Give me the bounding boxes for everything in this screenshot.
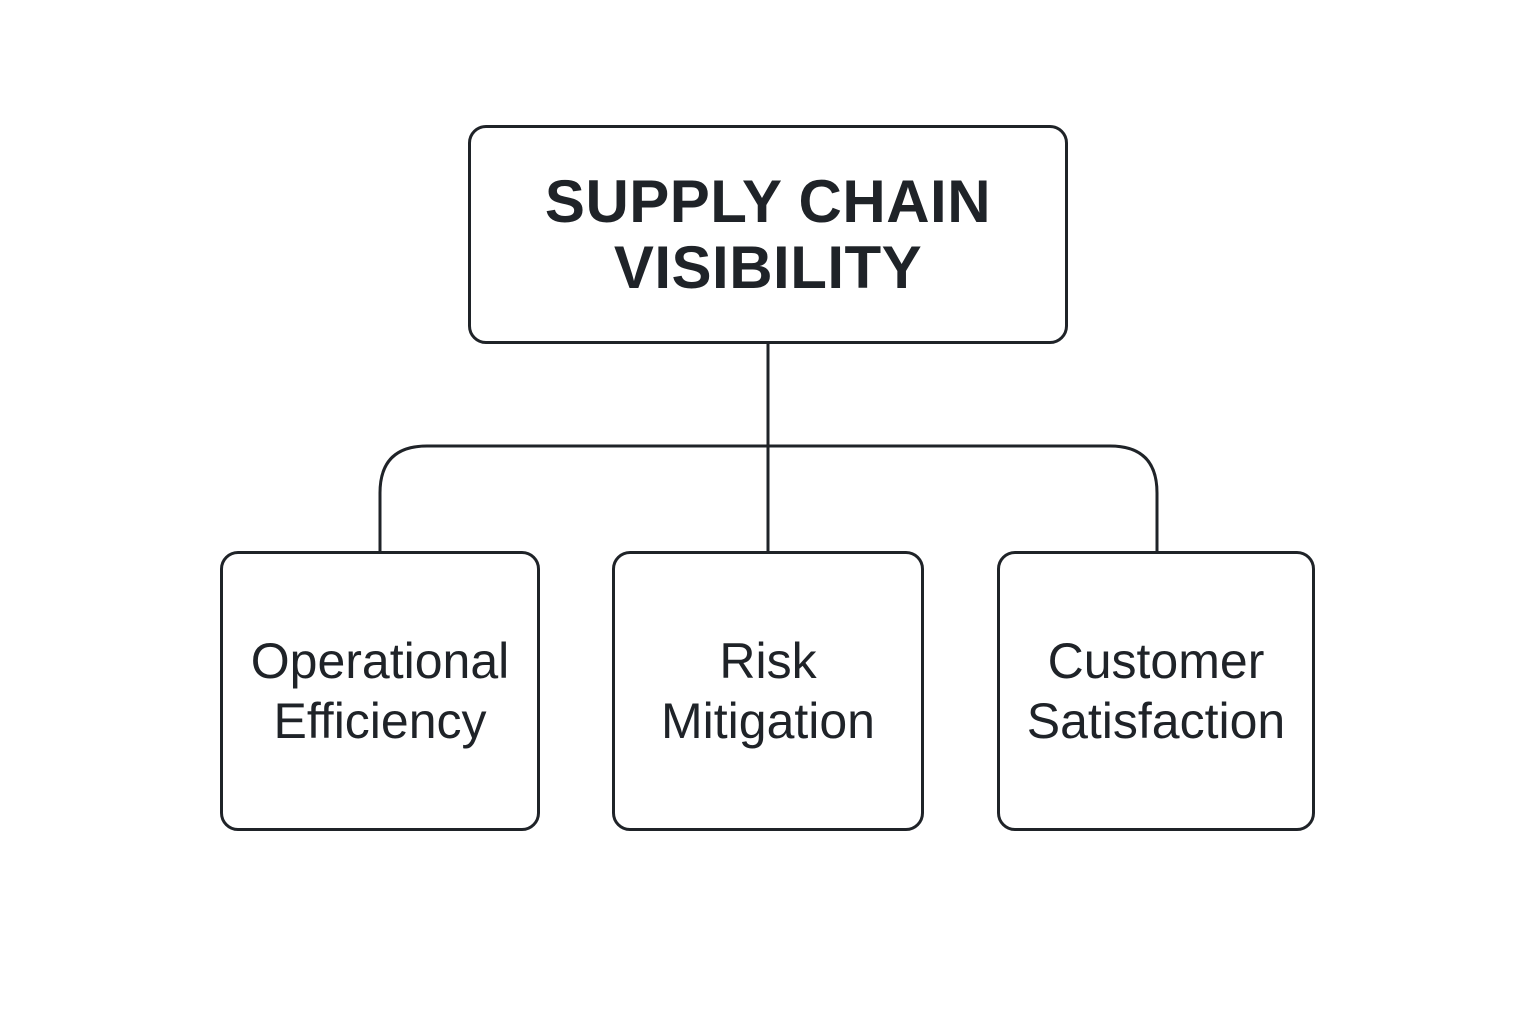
child-2-line-2: Mitigation — [661, 693, 875, 749]
child-1-line-1: Operational — [250, 633, 510, 689]
child-1-line-2: Efficiency — [273, 693, 487, 749]
child-2-line-1: Risk — [719, 633, 817, 689]
child-3-line-1: Customer — [1047, 633, 1265, 689]
connector-horizontal-bar — [378, 444, 1159, 551]
child-3-line-2: Satisfaction — [1026, 693, 1286, 749]
root-node: SUPPLY CHAIN VISIBILITY — [468, 125, 1068, 344]
child-node-risk-mitigation: Risk Mitigation — [612, 551, 924, 831]
root-title-line-2: VISIBILITY — [613, 233, 923, 301]
child-node-customer-satisfaction: Customer Satisfaction — [997, 551, 1315, 831]
child-node-operational-efficiency: Operational Efficiency — [220, 551, 540, 831]
root-title-line-1: SUPPLY CHAIN — [544, 167, 992, 235]
